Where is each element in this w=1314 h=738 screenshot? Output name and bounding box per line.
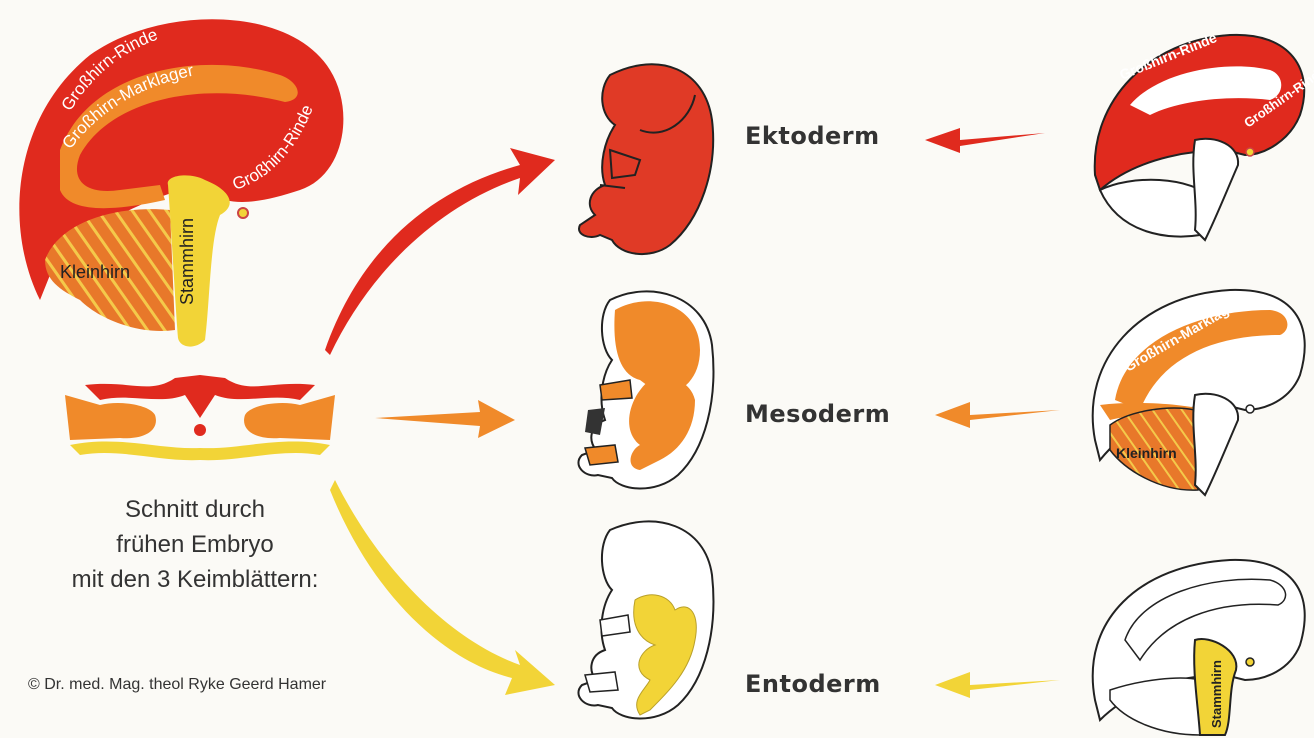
cross-section-caption: Schnitt durch frühen Embryo mit den 3 Ke… [60, 492, 330, 597]
arrow-from-brain-mesoderm [935, 402, 1060, 428]
label-mesoderm: Mesoderm [745, 400, 890, 428]
brain-mesoderm-label-2: Kleinhirn [1116, 445, 1177, 461]
pineal-dot [238, 208, 248, 218]
label-ektoderm: Ektoderm [745, 122, 880, 150]
caption-line-1: Schnitt durch [60, 492, 330, 527]
embryo-cross-section [65, 375, 335, 460]
embryo-entoderm [578, 521, 713, 718]
brain-mesoderm: Großhirn-Marklager Kleinhirn [1093, 290, 1305, 495]
caption-line-3: mit den 3 Keimblättern: [60, 562, 330, 597]
embryo-ektoderm [579, 64, 713, 254]
brain-ektoderm: Großhirn-Rinde Großhirn-Rinde [1095, 29, 1314, 240]
brain-entoderm: Stammhirn [1093, 560, 1305, 735]
main-brain: Großhirn-Rinde Großhirn-Marklager Großhi… [19, 19, 343, 346]
label-stammhirn: Stammhirn [177, 218, 197, 305]
arrow-from-brain-ektoderm [925, 128, 1045, 153]
arrow-to-ektoderm [325, 148, 555, 355]
label-entoderm: Entoderm [745, 670, 881, 698]
brain-entoderm-label-1: Stammhirn [1209, 660, 1224, 728]
arrow-from-brain-entoderm [935, 672, 1060, 698]
embryo-mesoderm [578, 291, 713, 488]
caption-line-2: frühen Embryo [60, 527, 330, 562]
label-kleinhirn: Kleinhirn [60, 262, 130, 282]
arrow-to-entoderm [330, 480, 555, 695]
copyright-notice: © Dr. med. Mag. theol Ryke Geerd Hamer [28, 676, 326, 694]
arrow-to-mesoderm [375, 400, 515, 438]
